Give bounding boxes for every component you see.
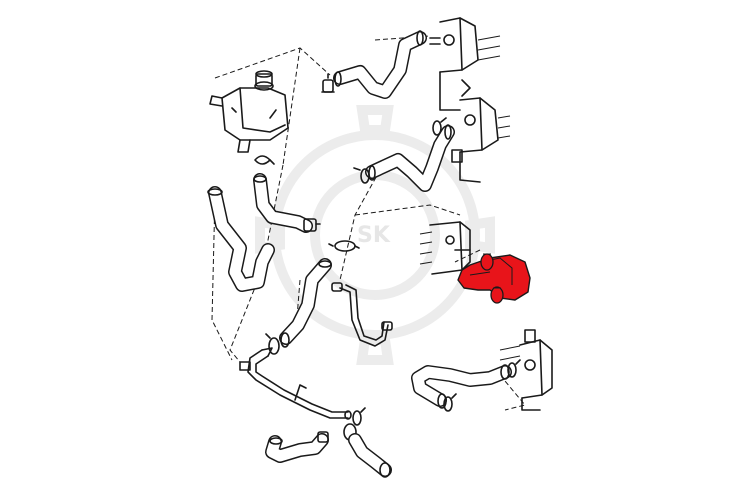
radiator-section-bottom	[499, 329, 553, 411]
radiator-section-middle	[451, 97, 511, 183]
assembly-lines	[211, 35, 526, 411]
clamp-middle	[328, 240, 360, 252]
radiator-section-top	[429, 17, 501, 111]
small-hose[interactable]	[265, 431, 329, 463]
watermark-text: SK	[357, 223, 391, 248]
radiator-section-lower	[419, 221, 471, 275]
clamp-lower-left	[265, 333, 280, 355]
s-hose[interactable]	[279, 258, 332, 348]
bottom-elbow-hose[interactable]	[343, 423, 392, 478]
coolant-pipe[interactable]	[239, 347, 352, 420]
expansion-tank[interactable]	[209, 70, 289, 153]
thin-pipe[interactable]	[331, 282, 393, 347]
hose-clamp	[321, 73, 335, 93]
lower-radiator-hose[interactable]	[411, 364, 512, 409]
bypass-hose[interactable]	[207, 186, 275, 292]
heater-hose-clamp	[353, 117, 447, 184]
highlighted-radiator-hose[interactable]	[457, 253, 531, 304]
tank-outlet-hose[interactable]	[253, 173, 321, 233]
tank-clamp	[254, 155, 275, 165]
lower-clamps	[443, 359, 521, 412]
upper-radiator-hose[interactable]	[333, 30, 427, 99]
pipe-clamp	[352, 407, 366, 426]
